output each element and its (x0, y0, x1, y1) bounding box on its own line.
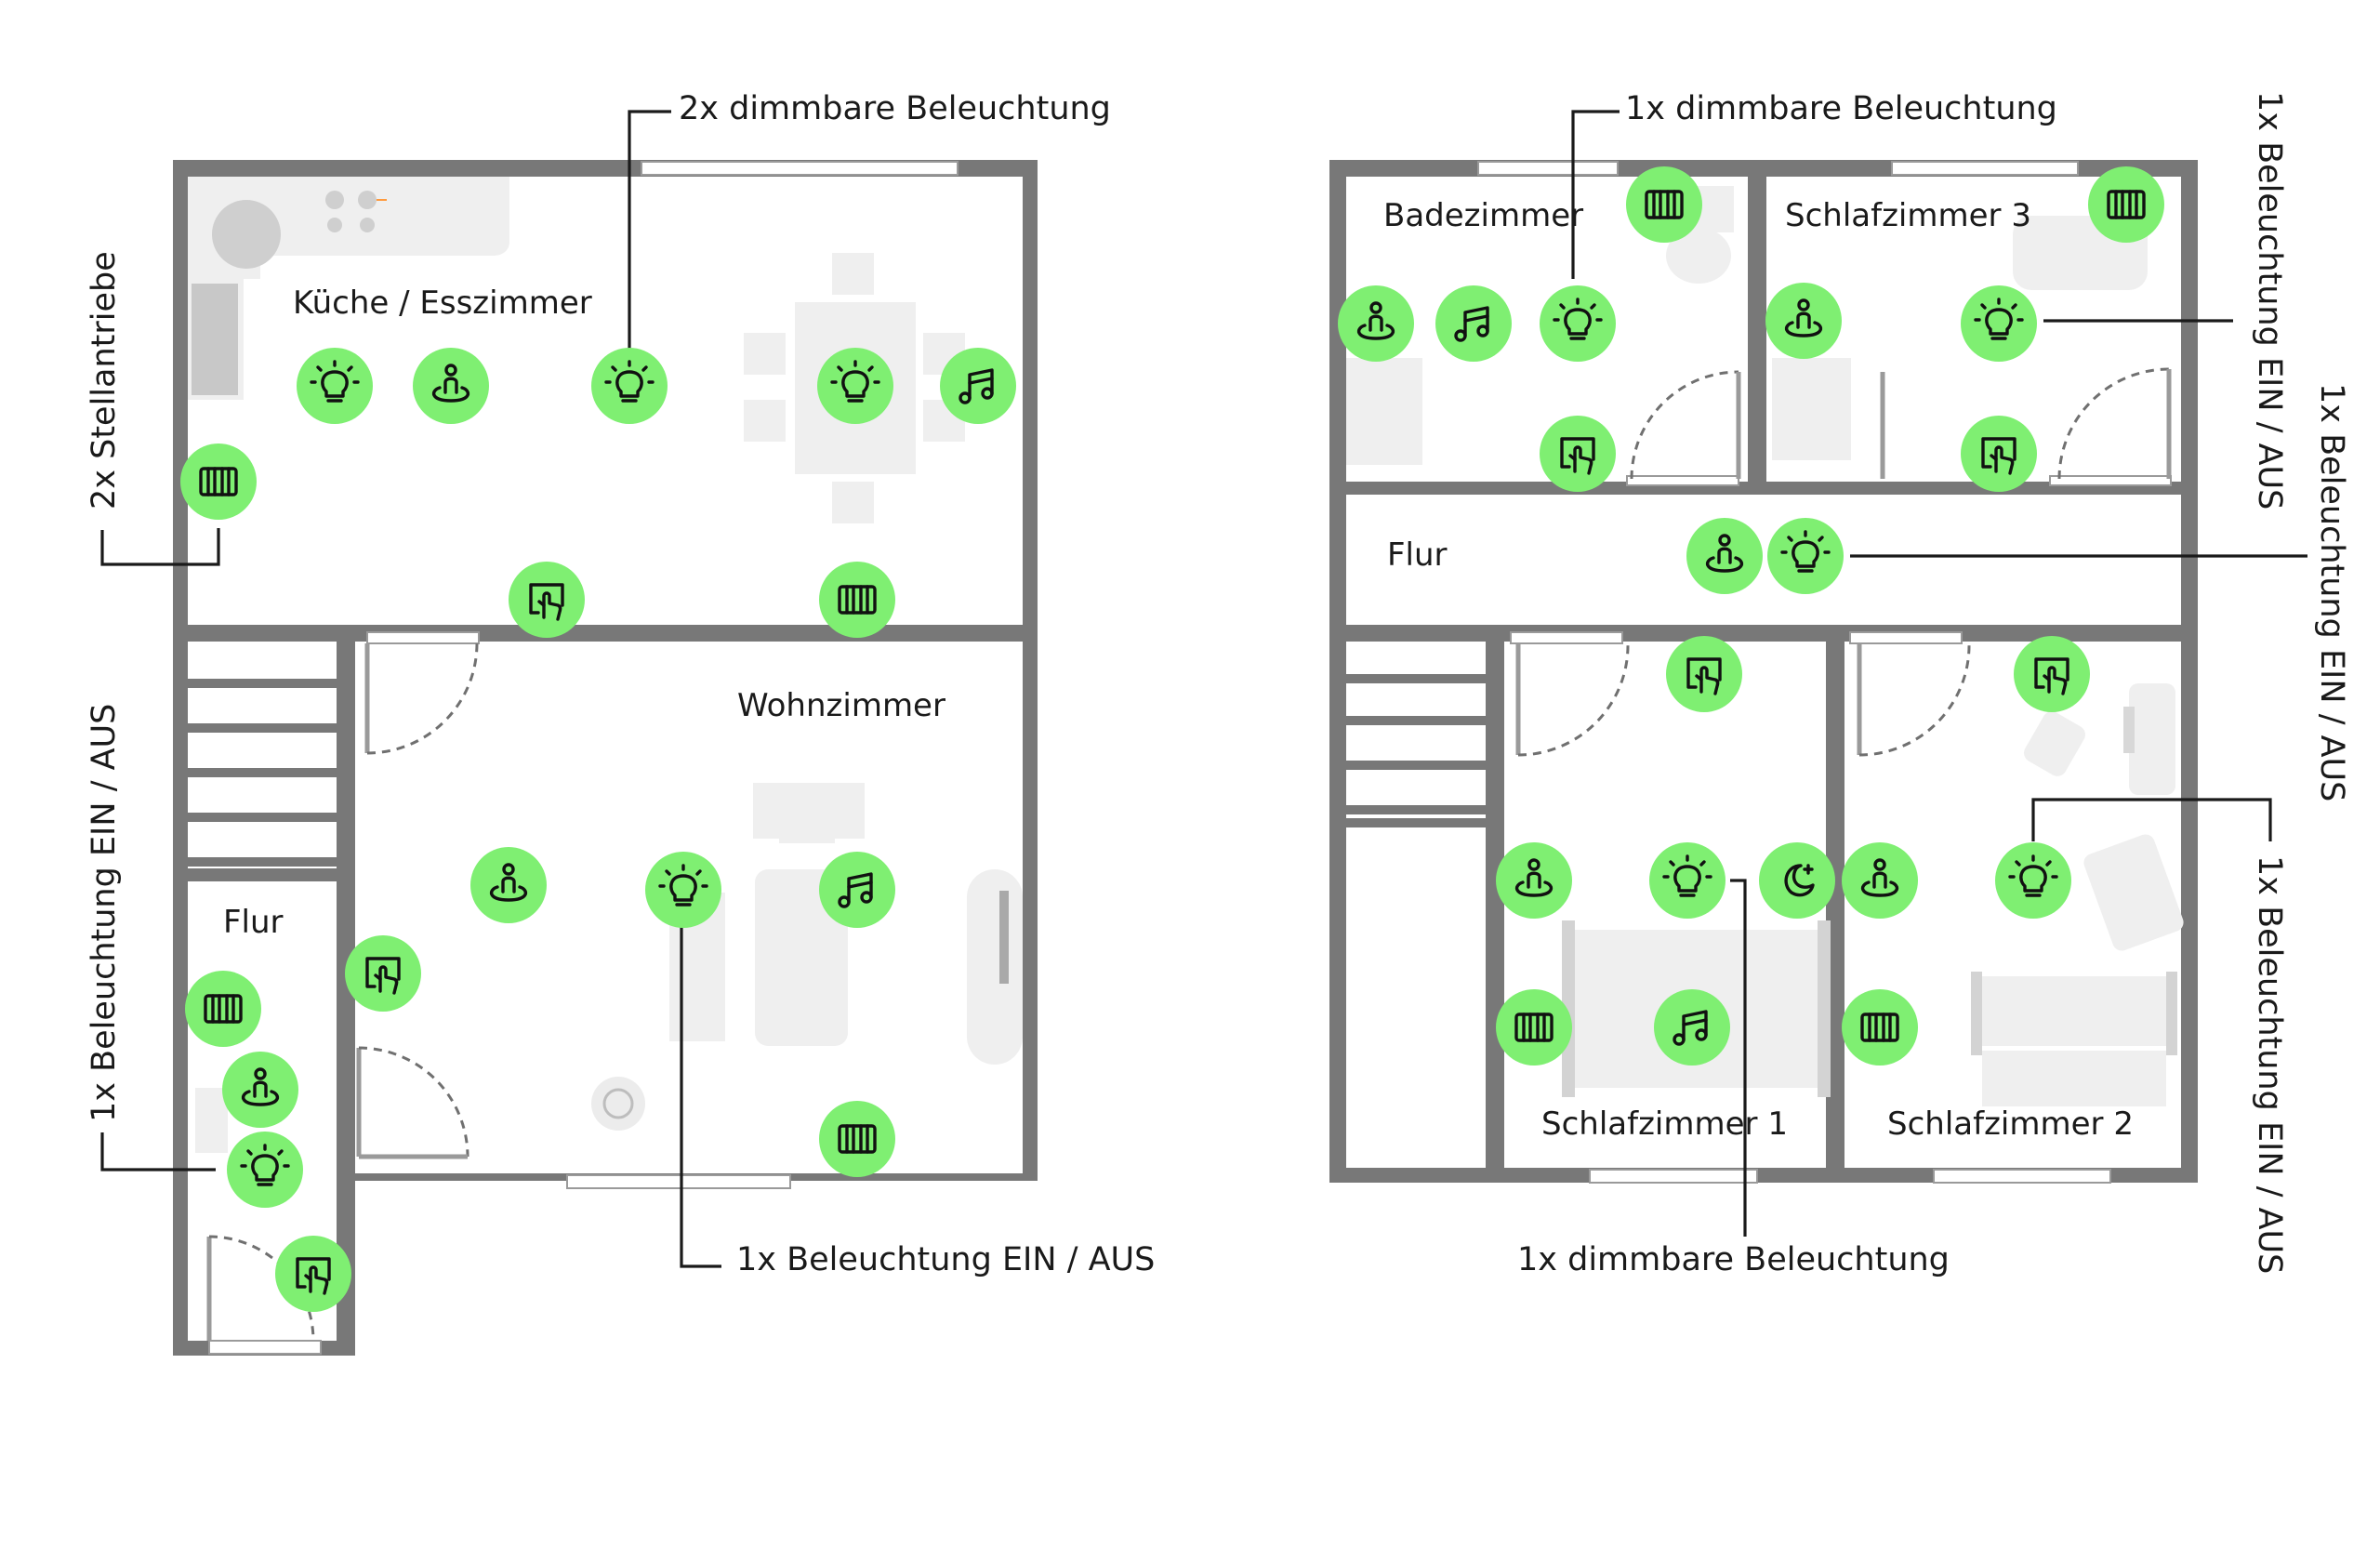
radiator-icon[interactable] (2088, 166, 2164, 243)
music-note-icon[interactable] (1435, 285, 1512, 362)
radiator-icon[interactable] (819, 562, 895, 638)
note-bedroom1-dimmable: 1x dimmbare Beleuchtung (1517, 1241, 1950, 1278)
light-bulb-icon[interactable] (1649, 842, 1726, 919)
room-labels: Küche / Esszimmer Wohnzimmer Flur Badezi… (223, 197, 2134, 1143)
radiator-icon[interactable] (180, 443, 257, 520)
leader-lines (100, 110, 2307, 1268)
radiator-icon[interactable] (1496, 989, 1572, 1066)
night-mode-icon[interactable] (1759, 842, 1835, 919)
touch-switch-icon[interactable] (345, 935, 421, 1012)
light-bulb-icon[interactable] (1767, 518, 1844, 594)
touch-switch-icon[interactable] (1540, 416, 1616, 492)
presence-sensor-icon[interactable] (1765, 283, 1842, 359)
radiator-icon[interactable] (1626, 166, 1702, 243)
room-label-bedroom1: Schlafzimmer 1 (1541, 1105, 1788, 1143)
note-bedroom3-light: 1x Beleuchtung EIN / AUS (2251, 91, 2288, 510)
note-bath-dimmable: 1x dimmbare Beleuchtung (1625, 90, 2057, 127)
presence-sensor-icon[interactable] (1842, 842, 1918, 919)
room-label-hall-upper: Flur (1387, 536, 1448, 574)
light-bulb-icon[interactable] (1540, 285, 1616, 362)
note-kitchen-actuators: 2x Stellantriebe (86, 251, 123, 510)
music-note-icon[interactable] (819, 852, 895, 928)
presence-sensor-icon[interactable] (1686, 518, 1763, 594)
touch-switch-icon[interactable] (275, 1236, 351, 1312)
room-label-bath: Badezimmer (1383, 197, 1583, 234)
presence-sensor-icon[interactable] (470, 847, 547, 923)
note-hall-ground-light: 1x Beleuchtung EIN / AUS (86, 704, 123, 1122)
devices (180, 166, 2164, 1312)
ground-floor (173, 160, 1038, 1356)
radiator-icon[interactable] (185, 971, 261, 1047)
presence-sensor-icon[interactable] (222, 1052, 298, 1128)
room-label-bedroom3: Schlafzimmer 3 (1785, 197, 2031, 234)
music-note-icon[interactable] (940, 348, 1016, 424)
touch-switch-icon[interactable] (1666, 636, 1742, 712)
touch-switch-icon[interactable] (2014, 636, 2090, 712)
annotations: 2x dimmbare Beleuchtung 2x Stellantriebe… (86, 90, 2350, 1278)
note-kitchen-dimmable: 2x dimmbare Beleuchtung (679, 90, 1111, 127)
presence-sensor-icon[interactable] (1496, 842, 1572, 919)
light-bulb-icon[interactable] (297, 348, 373, 424)
music-note-icon[interactable] (1654, 989, 1730, 1066)
light-bulb-icon[interactable] (1995, 842, 2071, 919)
light-bulb-icon[interactable] (591, 348, 668, 424)
light-bulb-icon[interactable] (817, 348, 893, 424)
note-living-light: 1x Beleuchtung EIN / AUS (736, 1241, 1155, 1278)
presence-sensor-icon[interactable] (1338, 285, 1414, 362)
light-bulb-icon[interactable] (645, 852, 721, 928)
light-bulb-icon[interactable] (1961, 285, 2037, 362)
room-label-kitchen: Küche / Esszimmer (293, 285, 592, 322)
touch-switch-icon[interactable] (509, 562, 585, 638)
note-hall-upper-light: 1x Beleuchtung EIN / AUS (2313, 383, 2350, 801)
room-label-bedroom2: Schlafzimmer 2 (1887, 1105, 2134, 1143)
presence-sensor-icon[interactable] (413, 348, 489, 424)
radiator-icon[interactable] (819, 1101, 895, 1177)
note-bedroom2-light: 1x Beleuchtung EIN / AUS (2251, 855, 2288, 1274)
room-label-hall-ground: Flur (223, 904, 284, 941)
radiator-icon[interactable] (1842, 989, 1918, 1066)
touch-switch-icon[interactable] (1961, 416, 2037, 492)
light-bulb-icon[interactable] (227, 1132, 303, 1208)
room-label-living: Wohnzimmer (737, 687, 945, 724)
